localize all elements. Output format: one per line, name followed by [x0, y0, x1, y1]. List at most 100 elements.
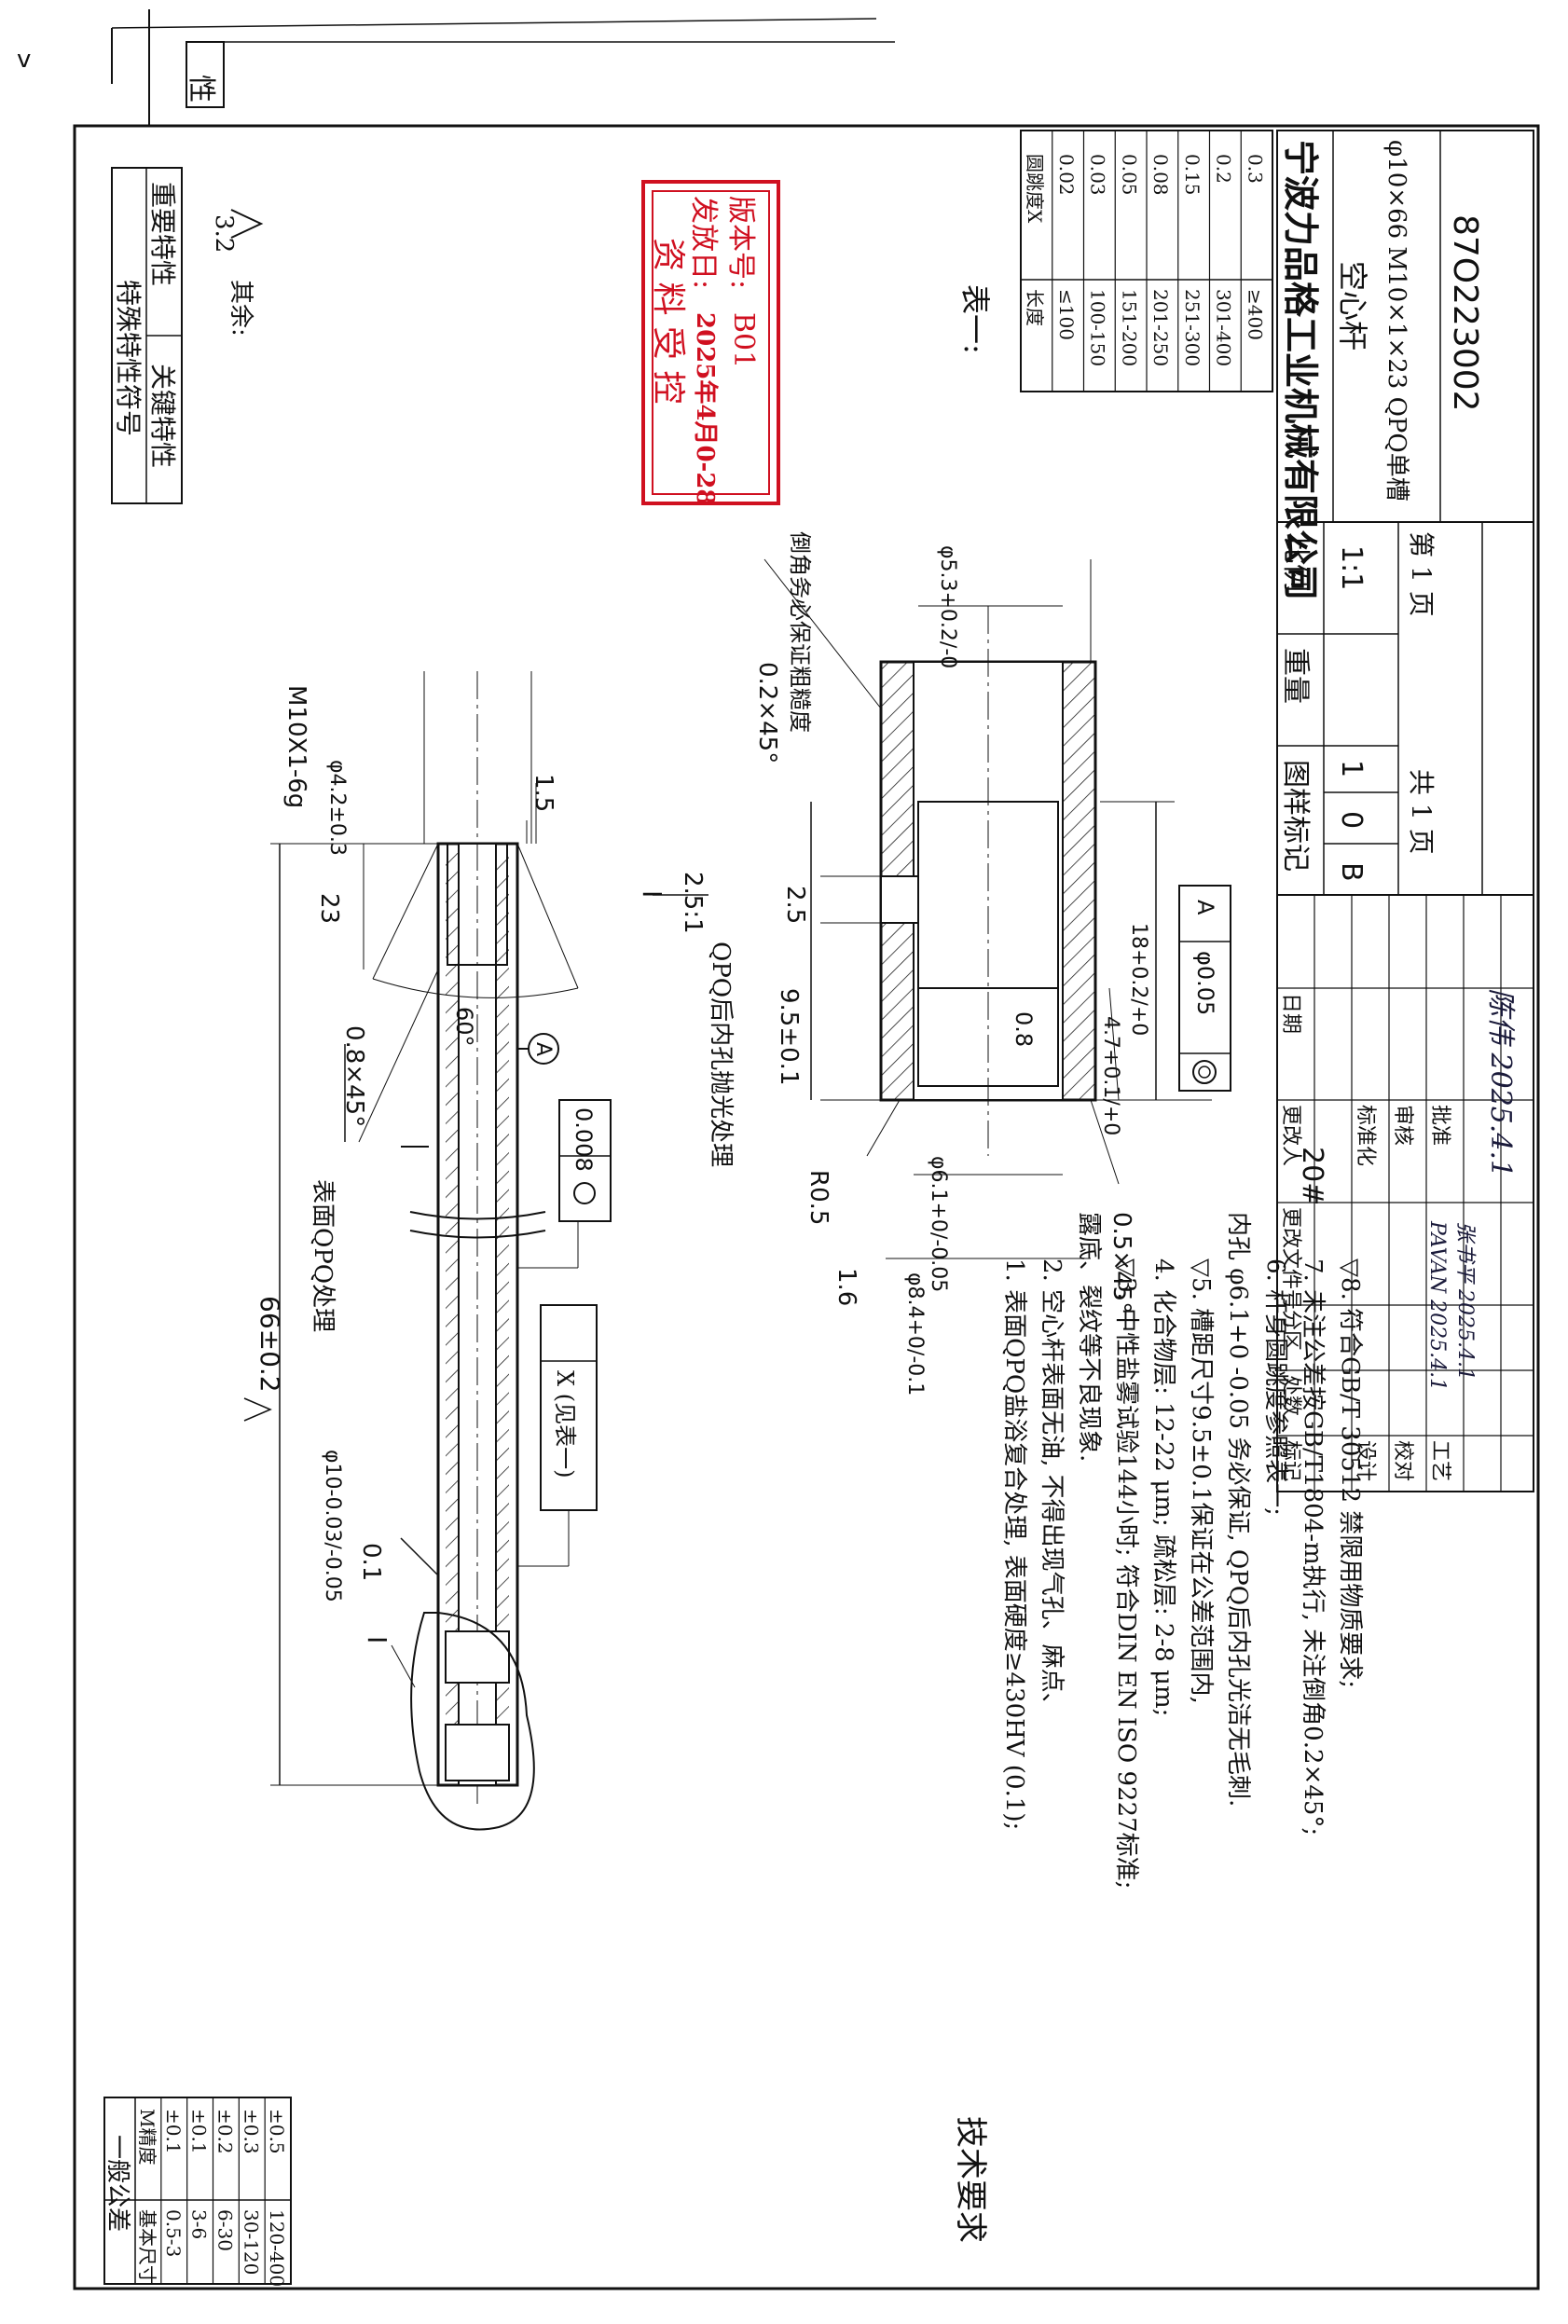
- main-datum: A: [531, 1042, 555, 1056]
- revision-block: [1276, 894, 1534, 1492]
- tech-req-line: 2. 空心杆表面无油, 不得出现气孔、麻点、: [1038, 1258, 1066, 1717]
- tolerance-cell-size: 6-30: [214, 2209, 237, 2251]
- detail-dim-9-5: 9.5±0.1: [775, 988, 803, 1085]
- title-mark-label: 图样标记: [1279, 760, 1312, 872]
- stamp-line3-value: B01: [727, 312, 760, 368]
- corner-mark: v: [17, 46, 31, 74]
- detail-dim-18: 18+0.2/+0: [1127, 923, 1150, 1036]
- title-page: 第 1 页: [1406, 531, 1437, 617]
- main-chamfer-depth: 1.5: [530, 774, 557, 812]
- tech-req-line: ▽5. 槽距尺寸9.5±0.1保证在公差范围内,: [1187, 1258, 1215, 1704]
- tech-req-title: 技术要求: [952, 2116, 989, 2243]
- rest-roughness: 其余: 3.2: [210, 209, 264, 337]
- tech-req-line: 露底、裂纹等不良现象.: [1075, 1212, 1103, 1462]
- detail-concentricity: φ0.05: [1192, 951, 1218, 1015]
- stamp-line1: 资 料 受 控: [649, 238, 687, 404]
- tech-req-line: 1. 表面QPQ盐浴复合处理, 表面硬度≥430HV (0.1);: [1000, 1258, 1028, 1830]
- detail-chamfer-note-1: 0.2×45°: [753, 662, 781, 763]
- stamp-line3-label: 版本号:: [724, 196, 757, 289]
- part-name: 空心杆: [1335, 261, 1370, 351]
- main-view: [270, 671, 612, 1831]
- title-mark-2: 0: [1335, 811, 1368, 829]
- main-roundness: 0.008: [571, 1107, 597, 1172]
- detail-dim-6-1: φ6.1+0/-0.05: [927, 1156, 950, 1292]
- main-inner-dia: φ4.2±0.3: [325, 760, 349, 856]
- general-tolerance-title: 一般公差: [103, 2135, 131, 2232]
- detail-chamfer-note-2: 倒角务必保证粗糙度: [787, 531, 813, 733]
- main-angle: 60°: [451, 1007, 477, 1047]
- runout-cell-length: ≥400: [1244, 289, 1266, 340]
- revision-header: 更改文件号: [1279, 1207, 1302, 1310]
- revision-role: 批准: [1428, 1105, 1451, 1146]
- title-mark-1: B: [1335, 862, 1368, 882]
- char-legend-important: 重要特性: [147, 182, 178, 286]
- main-surface: 表面QPQ处理: [309, 1179, 337, 1332]
- runout-cell-value: 0.2: [1213, 154, 1235, 184]
- runout-cell-length: 301-400: [1213, 289, 1235, 366]
- runout-cell-value: 0.15: [1181, 154, 1204, 196]
- tolerance-cell-size: 30-120: [240, 2209, 262, 2275]
- tolerance-cell-value: ±0.2: [214, 2109, 237, 2154]
- tech-req-line: 内孔 φ6.1+0 -0.05 务必保证, QPQ后内孔光洁无毛刺.: [1224, 1212, 1252, 1807]
- title-scale-label: 比例: [1279, 536, 1312, 592]
- main-detail-label: I: [362, 1636, 392, 1643]
- runout-cell-value: 0.02: [1055, 154, 1078, 196]
- tolerance-cell-size: 120-400: [266, 2209, 288, 2287]
- runout-cell-length: 251-300: [1181, 289, 1204, 366]
- runout-cell-length: 100-150: [1087, 289, 1109, 366]
- tech-req-line: ▽3. 中性盐雾试验144小时; 符合DIN EN ISO 9227标准;: [1112, 1258, 1140, 1889]
- runout-table-caption: 表一:: [957, 284, 993, 354]
- detail-r16: 1.6: [832, 1268, 860, 1306]
- revision-header: 更改人: [1279, 1105, 1302, 1166]
- stamp-line2-label: 发放日:: [687, 196, 720, 289]
- tech-req-line: ▽8. 符合GB/T 30512 禁限用物质要求;: [1336, 1258, 1364, 1688]
- main-runout: X (见表一): [552, 1370, 578, 1478]
- revision-role: 校对: [1391, 1440, 1414, 1481]
- main-thread: M10X1-6g: [282, 685, 310, 808]
- detail-dim-2-5: 2.5: [781, 886, 809, 924]
- sheet-frame: [73, 9, 1540, 2290]
- runout-cell-length: ≤100: [1055, 289, 1078, 340]
- runout-cell-value: 0.3: [1244, 154, 1266, 184]
- runout-cell-value: 0.08: [1149, 154, 1172, 196]
- drawing-number: 87O223002: [1446, 214, 1484, 412]
- runout-cell-value: 圆跳度X: [1024, 154, 1046, 224]
- char-legend: 特殊特性符号 关键特性 重要特性: [111, 167, 183, 504]
- detail-chamfer-05: 0.5×45°: [1107, 1212, 1135, 1313]
- stamp-line2-value: 2025年4月0-28: [691, 312, 720, 506]
- tolerance-cell-value: ±0.5: [266, 2109, 288, 2154]
- title-mark-3: 1: [1335, 760, 1368, 777]
- detail-dim-4-7: 4.7+0.1/+0: [1099, 1016, 1122, 1135]
- detail-polish-note: QPQ后内孔抛光处理: [707, 942, 735, 1167]
- main-roughness: 0.1: [357, 1543, 385, 1581]
- revision-header: 日期: [1279, 993, 1302, 1034]
- revision-header: 处数: [1279, 1375, 1302, 1416]
- company-name: 宁波力品格工业机械有限公司: [1280, 140, 1322, 600]
- length-roughness-icon: [243, 1397, 272, 1422]
- revision-role: 审核: [1391, 1105, 1414, 1146]
- title-weight-label: 重量: [1279, 648, 1312, 704]
- roughness-symbol-icon: [230, 209, 264, 239]
- rest-roughness-value: 3.2: [210, 214, 238, 253]
- char-legend-key: 关键特性: [147, 364, 178, 468]
- detail-datum: A: [1192, 900, 1218, 915]
- signature-approve: 陈伟 2025.4.1: [1484, 988, 1517, 1177]
- rest-roughness-prefix: 其余:: [227, 280, 254, 337]
- main-length: 66±0.2: [254, 1296, 285, 1393]
- roughness-0-1-icon: [400, 1529, 439, 1577]
- runout-cell-value: 0.05: [1118, 154, 1140, 196]
- runout-cell-length: 长度: [1024, 289, 1046, 326]
- char-legend-title: 特殊特性符号: [113, 280, 144, 436]
- detail-r05: R0.5: [805, 1170, 832, 1225]
- general-tolerance-table: [103, 2097, 292, 2285]
- tolerance-cell-value: ±0.1: [188, 2109, 211, 2154]
- tolerance-cell-value: M精度: [136, 2109, 158, 2165]
- tolerance-cell-size: 基本尺寸: [136, 2209, 158, 2284]
- main-thread-len: 23: [315, 893, 343, 924]
- part-spec: φ10×66 M10×1×23 QPQ单槽: [1382, 140, 1410, 502]
- roundness-symbol-icon: [573, 1182, 596, 1204]
- revision-header: 标记: [1279, 1440, 1302, 1481]
- tolerance-cell-value: ±0.1: [162, 2109, 185, 2154]
- title-mid-block: [1277, 522, 1483, 895]
